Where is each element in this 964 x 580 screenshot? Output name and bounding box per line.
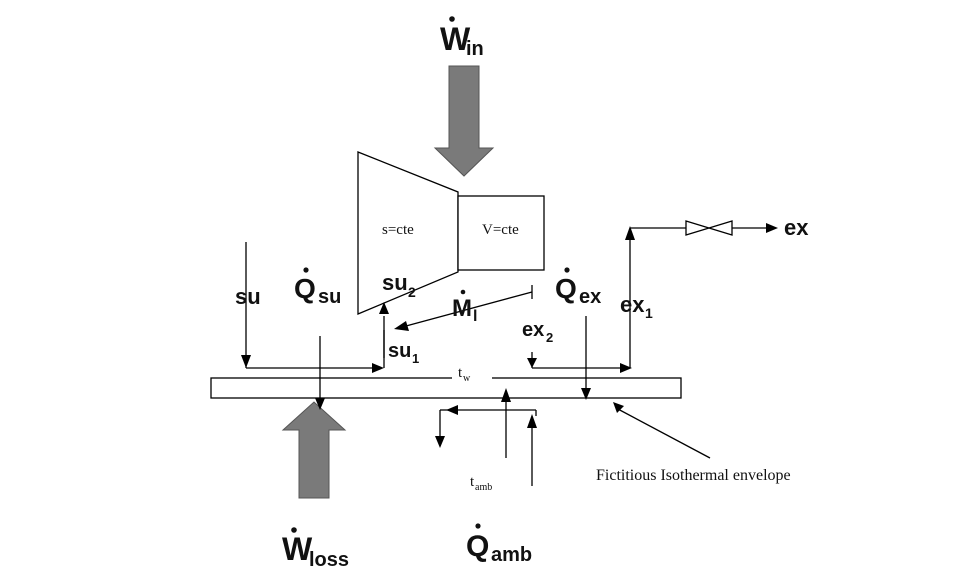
- ex1-label: ex 1: [620, 292, 653, 321]
- envelope-pointer: [613, 402, 711, 459]
- su1-label: su 1: [388, 340, 419, 366]
- svg-text:1: 1: [412, 351, 419, 366]
- isochoric-box: [457, 195, 545, 271]
- svg-text:t: t: [458, 365, 463, 381]
- supply-label: su: [235, 284, 261, 309]
- work-input-arrow: [433, 65, 495, 177]
- svg-text:Q: Q: [294, 273, 316, 304]
- valve-icon: [685, 220, 733, 236]
- svg-text:amb: amb: [491, 544, 532, 566]
- supply-heat-label: Q su: [294, 267, 341, 308]
- wall-temperature-label: t w: [452, 362, 492, 384]
- exhaust-2-flow-line: [527, 352, 632, 373]
- svg-text:su: su: [388, 340, 411, 362]
- svg-text:ex: ex: [579, 286, 601, 308]
- svg-text:1: 1: [645, 305, 653, 321]
- envelope-label: Fictitious Isothermal envelope: [596, 467, 791, 484]
- supply-flow-line: [241, 242, 384, 373]
- exhaust-1-flow-line: [625, 223, 778, 368]
- leakage-flow-line: [394, 285, 533, 331]
- work-input-label: W in: [440, 16, 484, 60]
- svg-text:l: l: [473, 308, 477, 325]
- svg-text:W: W: [282, 531, 313, 567]
- isochoric-label: V=cte: [482, 222, 519, 238]
- leakage-flow-label: M l: [452, 289, 477, 325]
- ex2-label: ex 2: [522, 319, 553, 345]
- supply-heat-arrow: [315, 336, 325, 410]
- exhaust-heat-label: Q ex: [555, 267, 601, 308]
- ambient-heat-lines: [435, 388, 537, 486]
- svg-text:2: 2: [408, 284, 416, 300]
- svg-text:ex: ex: [620, 292, 645, 317]
- ambient-temperature-label: t amb: [470, 474, 492, 493]
- isothermal-wall: [210, 377, 682, 399]
- svg-text:W: W: [440, 21, 471, 57]
- svg-text:su: su: [382, 270, 408, 295]
- svg-text:loss: loss: [309, 549, 349, 571]
- svg-text:in: in: [466, 38, 484, 60]
- svg-text:t: t: [470, 474, 475, 490]
- svg-text:ex: ex: [522, 319, 544, 341]
- isentropic-label: s=cte: [382, 222, 414, 238]
- su1-to-su2-arrow: [379, 302, 389, 368]
- work-loss-arrow: [281, 401, 347, 499]
- exhaust-label: ex: [784, 215, 809, 240]
- svg-text:w: w: [463, 373, 471, 384]
- ambient-heat-label: Q amb: [466, 523, 532, 566]
- exhaust-heat-arrow: [581, 316, 591, 400]
- isentropic-compressor-shape: [357, 151, 459, 315]
- svg-text:2: 2: [546, 330, 553, 345]
- svg-text:su: su: [318, 286, 341, 308]
- svg-text:amb: amb: [475, 482, 492, 493]
- work-loss-label: W loss: [282, 527, 349, 571]
- su2-label: su 2: [382, 270, 416, 300]
- svg-text:Q: Q: [555, 273, 577, 304]
- svg-text:Q: Q: [466, 530, 489, 563]
- svg-text:M: M: [452, 295, 472, 322]
